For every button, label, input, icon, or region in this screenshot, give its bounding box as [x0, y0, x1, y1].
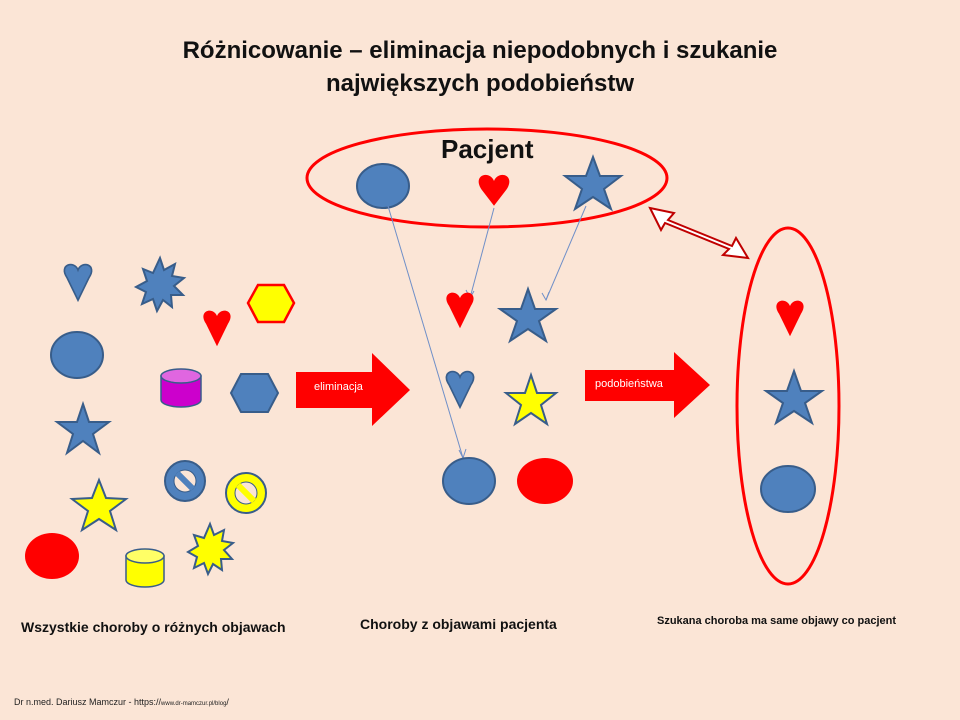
elimination-arrow [296, 353, 410, 426]
caption-matching-diseases: Choroby z objawami pacjenta [360, 616, 557, 632]
similarity-arrow [585, 352, 710, 418]
slide-title-line-1: Różnicowanie – eliminacja niepodobnych i… [182, 37, 778, 64]
footer-url[interactable]: www.dr-mamczur.pl/blog [161, 701, 227, 707]
heart-shape-red [203, 310, 231, 347]
hexagon-shape-yellow [246, 283, 296, 324]
connector-lines [387, 205, 587, 460]
double-arrow-icon [648, 206, 750, 260]
star-shape-blue [54, 400, 112, 456]
target-heart-shape-red [776, 300, 804, 337]
target-star-shape-blue [762, 367, 826, 426]
matching-heart-shape-blue [445, 370, 475, 410]
caption-target-disease: Szukana choroba ma same objawy co pacjen… [657, 615, 897, 627]
cylinder-shape-yellow [125, 548, 165, 588]
footer-credit: Dr n.med. Dariusz Mamczur - https://www.… [14, 697, 229, 707]
matching-circle-shape-red [517, 458, 573, 504]
circle-shape-red [25, 533, 79, 579]
circle-shape-blue [50, 331, 104, 379]
matching-heart-shape-red [446, 292, 474, 329]
similarity-arrow-label: podobieństwa [595, 378, 663, 390]
target-circle-shape-blue [760, 465, 816, 513]
matching-circle-shape-blue [442, 457, 496, 505]
patient-circle-shape [356, 163, 410, 209]
caption-all-diseases: Wszystkie choroby o różnych objawach [21, 619, 286, 635]
burst-shape-blue [133, 255, 187, 314]
footer-author: Dr n.med. Dariusz Mamczur - https:// [14, 697, 162, 707]
elimination-arrow-label: eliminacja [314, 381, 363, 393]
burst-shape-yellow [186, 521, 236, 577]
patient-heart-shape [478, 174, 510, 206]
no-symbol-icon-yellow [225, 472, 267, 514]
heart-shape-blue [63, 263, 93, 303]
hexagon-shape-blue [229, 373, 280, 413]
no-symbol-icon-blue [164, 460, 206, 502]
matching-star-shape-yellow [503, 371, 559, 427]
star-shape-yellow [69, 477, 129, 533]
target-ellipse [735, 226, 841, 586]
patient-star-shape [562, 154, 624, 212]
slide-title: Różnicowanie – eliminacja niepodobnych i… [80, 34, 880, 100]
footer-end: / [226, 697, 229, 707]
matching-star-shape-blue [496, 285, 560, 344]
patient-label: Pacjent [441, 134, 534, 164]
slide-title-line-2: największych podobieństw [325, 70, 635, 97]
cylinder-shape-purple [160, 368, 202, 408]
patient-ellipse [305, 127, 669, 229]
